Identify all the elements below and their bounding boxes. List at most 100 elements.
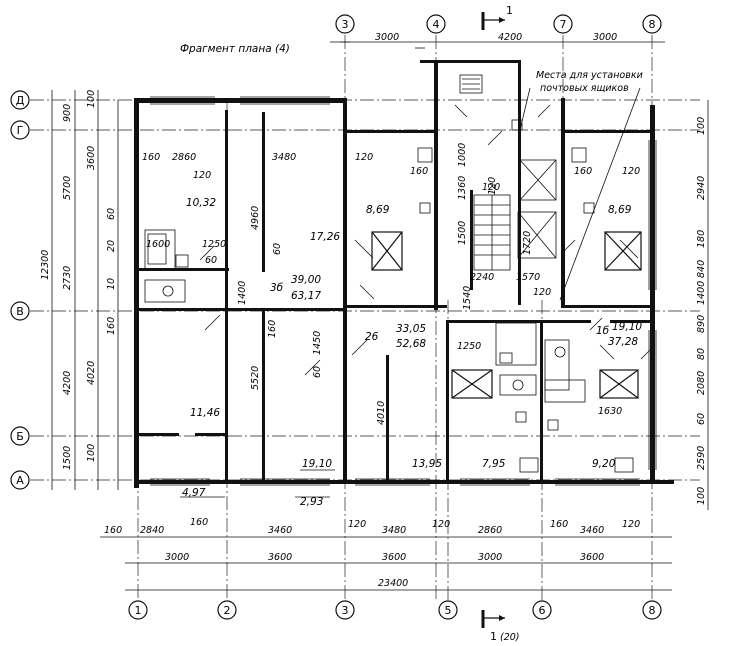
dimension-label: 180 <box>696 230 707 248</box>
dimension-label: 2730 <box>62 266 73 290</box>
axis-label: В <box>16 305 24 318</box>
dimension-label: 160 <box>267 320 278 338</box>
dimension-label: 2940 <box>696 176 707 200</box>
mailbox-note: Места для установки <box>536 70 643 81</box>
left-dimension-outer: 12300 <box>40 250 51 280</box>
room-area-labels: 10,32 17,26 39,00 63,17 3б 8,69 8,69 26 … <box>182 197 642 508</box>
dimension-label: 1450 <box>312 331 323 355</box>
dimension-lines <box>51 41 709 591</box>
section-reference: (20) <box>500 632 520 643</box>
dimension-label: 900 <box>62 104 73 122</box>
mailbox-note: почтовых ящиков <box>540 83 629 94</box>
dimension-label: 60 <box>312 366 323 378</box>
right-dimension-chain: 100 2940 180 840 1400 890 80 2080 60 259… <box>696 117 707 505</box>
dimension-label: 3600 <box>86 146 97 170</box>
room-area: 52,68 <box>396 338 426 350</box>
dimension-label: 4200 <box>498 32 522 43</box>
dimension-label: 10 <box>106 278 117 290</box>
dimension-label: 80 <box>696 348 707 360</box>
dimension-label: 120 <box>487 177 498 195</box>
dimension-label: 4200 <box>62 371 73 395</box>
room-area: 37,28 <box>608 336 638 348</box>
dimension-label: 160 <box>142 152 160 163</box>
walls <box>134 60 674 488</box>
room-area: 11,46 <box>190 407 220 419</box>
dimension-label: 3000 <box>165 552 189 563</box>
axis-label: 8 <box>649 604 656 617</box>
axis-label: 2 <box>224 604 231 617</box>
dimension-label: 2860 <box>172 152 196 163</box>
dimension-label: 3600 <box>580 552 604 563</box>
dimension-label: 100 <box>696 487 707 505</box>
dimension-label: 100 <box>86 90 97 108</box>
axis-label: 3 <box>342 604 349 617</box>
door-swings <box>199 104 656 376</box>
dimension-label: 1600 <box>146 239 170 250</box>
bottom-dimension-row-2: 3000 3600 3600 3000 3600 <box>165 552 604 563</box>
dimension-label: 60 <box>696 413 707 425</box>
section-label: 1 <box>506 4 513 17</box>
dimension-label: 1570 <box>516 272 540 283</box>
room-area: 4,97 <box>182 487 206 499</box>
dimension-label: 20 <box>106 240 117 252</box>
loggias <box>371 231 642 399</box>
dimension-label: 2080 <box>696 371 707 395</box>
dimension-label: 60 <box>205 255 217 266</box>
dimension-label: 5520 <box>250 366 261 390</box>
room-area: 8,69 <box>366 204 390 216</box>
axis-label: Д <box>16 94 25 107</box>
room-area: 63,17 <box>291 290 321 302</box>
room-area: 19,10 <box>302 458 332 470</box>
leader-lines <box>180 47 641 498</box>
dimension-label: 160 <box>190 517 208 528</box>
axis-label: Б <box>16 430 24 443</box>
dimension-label: 4010 <box>376 401 387 425</box>
room-area: 17,26 <box>310 231 340 243</box>
axis-label: 5 <box>445 604 452 617</box>
axis-label: 1 <box>135 604 142 617</box>
dimension-label: 2590 <box>696 446 707 470</box>
axis-label: 6 <box>539 604 546 617</box>
dimension-label: 1400 <box>237 281 248 305</box>
dimension-label: 60 <box>272 243 283 255</box>
axis-grid-lines <box>30 35 700 600</box>
axis-markers-top: 3 4 7 8 <box>335 14 662 34</box>
dimension-label: 3460 <box>580 525 604 536</box>
dimension-label: 2860 <box>478 525 502 536</box>
axis-label: А <box>16 474 24 487</box>
axis-label: 4 <box>433 18 440 31</box>
dimension-label: 160 <box>574 166 592 177</box>
dimension-label: 1400 <box>696 281 707 305</box>
dimension-label: 100 <box>696 117 707 135</box>
left-dimension-inner: 100 60 20 10 160 4020 100 <box>86 90 117 462</box>
dimension-label: 2240 <box>470 272 494 283</box>
dimension-label: 1720 <box>522 231 533 255</box>
dimension-label: 1630 <box>598 406 622 417</box>
sanitary-fixtures <box>144 147 634 473</box>
section-mark-bottom: 1 (20) <box>481 610 520 643</box>
dimension-label: 100 <box>86 444 97 462</box>
dimension-label: 160 <box>106 317 117 335</box>
stair-and-elevator-core <box>459 74 557 271</box>
dimension-label: 3600 <box>382 552 406 563</box>
dimension-label: 160 <box>550 519 568 530</box>
room-area: 13,95 <box>412 458 442 470</box>
dimension-label: 12300 <box>40 250 51 280</box>
dimension-label: 120 <box>482 182 500 193</box>
dimension-label: 1360 <box>457 176 468 200</box>
fragment-title: Фрагмент плана (4) <box>180 43 290 55</box>
dimension-label: 120 <box>348 519 366 530</box>
bottom-dimension-row-1: 160 2840 160 3460 120 3480 120 2860 160 … <box>104 517 640 536</box>
axis-label: Г <box>17 124 24 137</box>
windows <box>150 96 657 486</box>
dimension-label: 840 <box>696 260 707 278</box>
room-area: 7,95 <box>482 458 506 470</box>
dimension-label: 1500 <box>62 446 73 470</box>
section-label: 1 <box>490 630 497 643</box>
room-area: 8,69 <box>608 204 632 216</box>
section-mark-top: 1 <box>481 4 513 30</box>
dimension-label: 3000 <box>478 552 502 563</box>
room-area: 2,93 <box>300 496 323 508</box>
axis-label: 7 <box>560 18 567 31</box>
